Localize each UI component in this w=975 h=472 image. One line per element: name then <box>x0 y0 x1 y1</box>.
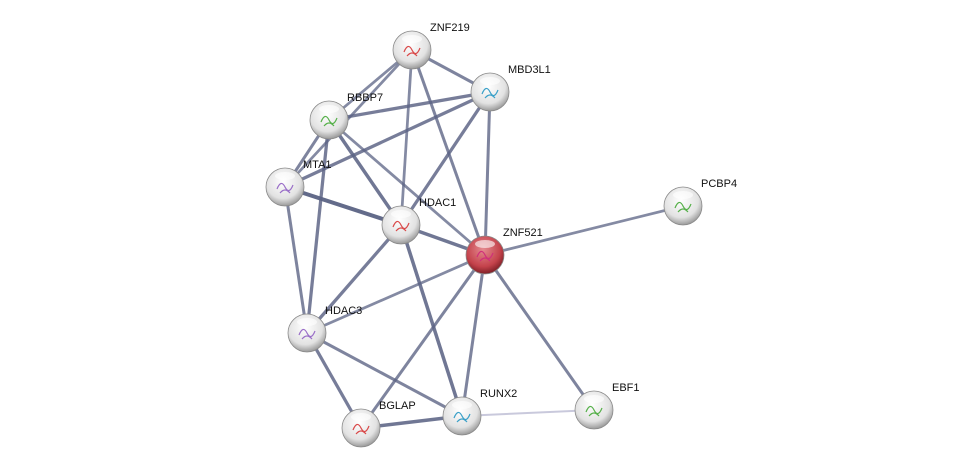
protein-structure-icon <box>453 411 471 423</box>
node-znf219[interactable]: ZNF219 <box>392 22 470 70</box>
node-label: HDAC3 <box>325 305 362 317</box>
node-ebf1[interactable]: EBF1 <box>574 382 640 430</box>
edge-rbbp7-hdac1[interactable] <box>327 119 403 226</box>
node-highlight <box>584 395 604 403</box>
node-bglap[interactable]: BGLAP <box>341 400 416 448</box>
protein-structure-icon <box>403 45 421 57</box>
node-highlight <box>480 77 500 85</box>
node-label: HDAC1 <box>419 197 456 209</box>
edge-znf521-pcbp4[interactable] <box>484 204 684 257</box>
edge-znf219-hdac1[interactable] <box>399 49 414 226</box>
edge-mbd3l1-rbbp7[interactable] <box>328 90 491 122</box>
node-highlight <box>452 401 472 409</box>
protein-structure-icon <box>476 250 494 262</box>
edge-znf521-runx2[interactable] <box>460 254 487 417</box>
edge-rbbp7-znf521[interactable] <box>328 118 486 257</box>
edge-hdac1-runx2[interactable] <box>399 224 464 417</box>
edge-znf521-hdac3[interactable] <box>306 253 486 335</box>
node-label: BGLAP <box>379 400 416 412</box>
node-label: EBF1 <box>612 382 640 394</box>
edge-mbd3l1-mta1[interactable] <box>284 90 491 189</box>
edge-znf219-mta1[interactable] <box>283 49 414 188</box>
protein-structure-icon <box>585 405 603 417</box>
node-label: MTA1 <box>303 159 332 171</box>
node-highlight <box>297 318 317 326</box>
node-label: RUNX2 <box>480 388 517 400</box>
node-label: RBBP7 <box>347 92 383 104</box>
node-highlight <box>673 191 693 199</box>
edge-hdac1-hdac3[interactable] <box>305 223 403 335</box>
edge-mta1-hdac1[interactable] <box>284 185 402 227</box>
protein-structure-icon <box>276 182 294 194</box>
protein-structure-icon <box>674 201 692 213</box>
edge-mbd3l1-hdac1[interactable] <box>399 91 492 226</box>
edge-hdac3-runx2[interactable] <box>306 331 463 418</box>
node-znf521[interactable]: ZNF521 <box>465 227 543 275</box>
node-highlight <box>402 35 422 43</box>
node-highlight <box>475 240 495 248</box>
node-hdac1[interactable]: HDAC1 <box>381 197 456 245</box>
node-mta1[interactable]: MTA1 <box>265 159 332 207</box>
protein-structure-icon <box>352 423 370 435</box>
edge-runx2-ebf1[interactable] <box>461 409 595 417</box>
protein-structure-icon <box>392 220 410 232</box>
node-mbd3l1[interactable]: MBD3L1 <box>470 64 551 112</box>
node-highlight <box>391 210 411 218</box>
node-pcbp4[interactable]: PCBP4 <box>663 178 737 226</box>
protein-structure-icon <box>320 115 338 127</box>
node-label: ZNF521 <box>503 227 543 239</box>
protein-structure-icon <box>298 328 316 340</box>
node-highlight <box>351 413 371 421</box>
edge-mbd3l1-znf521[interactable] <box>483 91 492 256</box>
node-highlight <box>319 105 339 113</box>
protein-structure-icon <box>481 87 499 99</box>
edge-mta1-hdac3[interactable] <box>283 186 309 334</box>
node-hdac3[interactable]: HDAC3 <box>287 305 362 353</box>
node-runx2[interactable]: RUNX2 <box>442 388 517 436</box>
node-rbbp7[interactable]: RBBP7 <box>309 92 383 140</box>
edges-layer <box>283 48 684 430</box>
node-label: MBD3L1 <box>508 64 551 76</box>
edge-znf521-ebf1[interactable] <box>483 254 596 411</box>
node-highlight <box>275 172 295 180</box>
node-label: ZNF219 <box>430 22 470 34</box>
edge-rbbp7-hdac3[interactable] <box>305 119 331 334</box>
node-label: PCBP4 <box>701 178 737 190</box>
edge-znf521-bglap[interactable] <box>359 254 487 429</box>
